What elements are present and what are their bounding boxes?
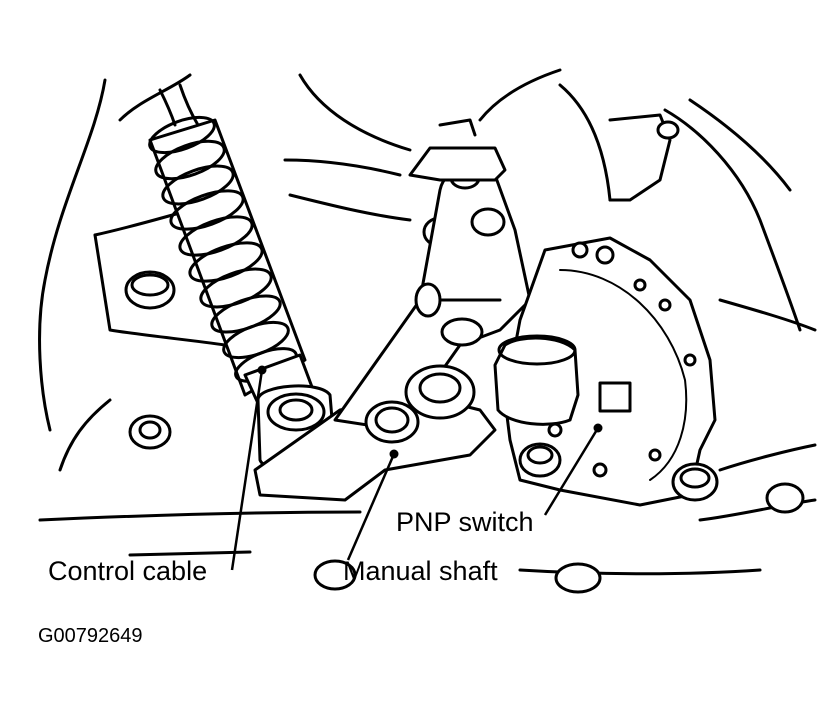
- manual-shaft-lever: [253, 146, 532, 502]
- control-cable-leader: [230, 369, 264, 571]
- transmission-case-outline: [38, 68, 817, 576]
- figure-id: G00792649: [38, 625, 143, 647]
- pnp-switch: [414, 236, 719, 507]
- pnp-switch-leader: [543, 427, 600, 516]
- control-cable-label: Control cable: [48, 556, 207, 586]
- manual-shaft-leader: [346, 453, 396, 561]
- boot-ribs: [148, 115, 298, 383]
- pnp-switch-label: PNP switch: [396, 507, 534, 537]
- callout-leaders: [230, 365, 603, 571]
- control-cable-boot: [148, 83, 317, 414]
- manual-shaft-label: Manual shaft: [343, 556, 498, 586]
